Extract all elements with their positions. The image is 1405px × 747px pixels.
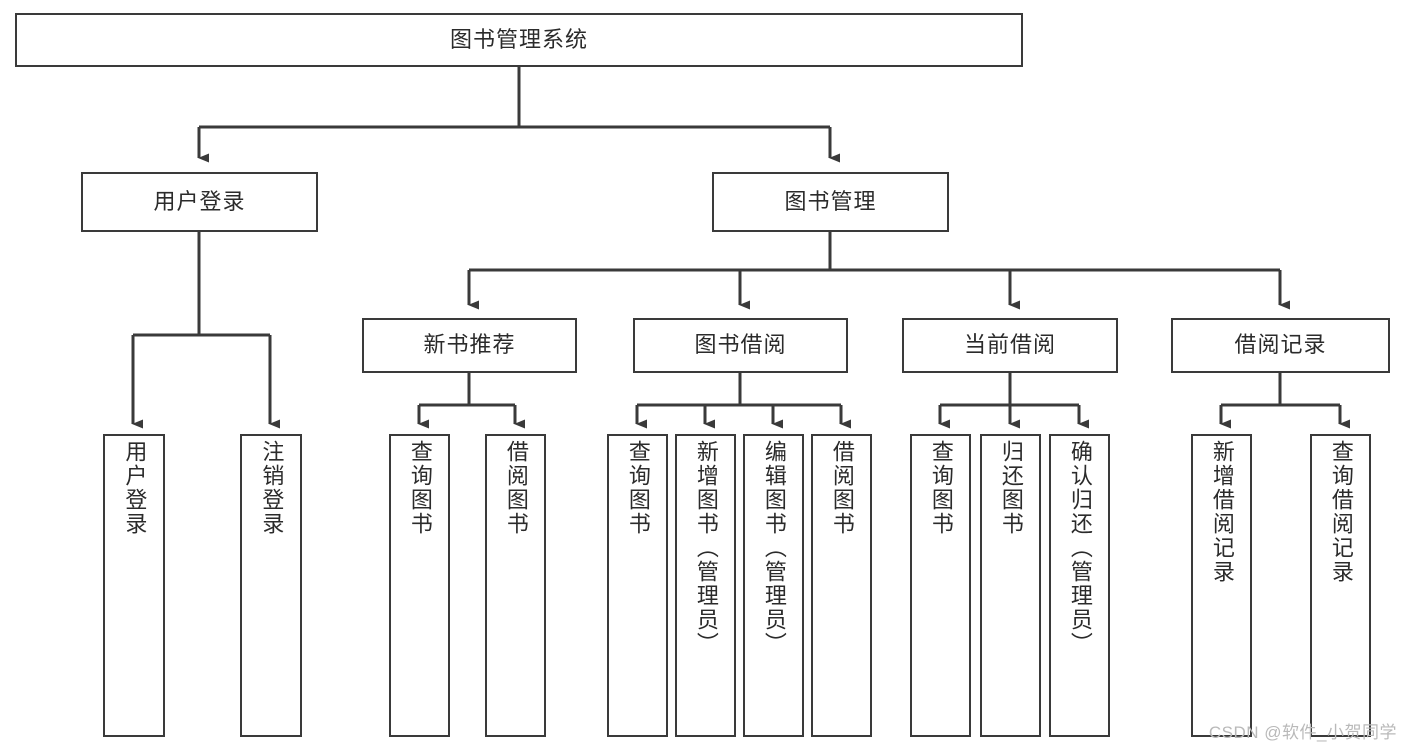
node-user-login[interactable]: 用户登录 [81, 172, 318, 232]
node-book-management[interactable]: 图书管理 [712, 172, 949, 232]
node-label: 图书管理系统 [449, 26, 588, 52]
leaf-current-borrow-return-book[interactable]: 归还图书 [980, 434, 1041, 737]
node-book-borrow[interactable]: 图书借阅 [633, 318, 848, 373]
node-label: 新增借阅记录 [1209, 440, 1235, 584]
leaf-borrow-record-query-record[interactable]: 查询借阅记录 [1310, 434, 1371, 737]
node-root-book-management-system[interactable]: 图书管理系统 [15, 13, 1023, 67]
leaf-current-borrow-confirm-return-admin[interactable]: 确认归还（管理员） [1049, 434, 1110, 737]
node-label: 确认归还（管理员） [1067, 440, 1093, 656]
node-label: 图书借阅 [694, 332, 787, 358]
node-current-borrow[interactable]: 当前借阅 [902, 318, 1118, 373]
leaf-user-login-login[interactable]: 用户登录 [103, 434, 165, 737]
node-label: 注销登录 [259, 440, 285, 536]
node-label: 图书管理 [784, 188, 877, 214]
node-label: 查询图书 [407, 440, 433, 536]
node-label: 借阅图书 [503, 440, 529, 536]
node-label: 新增图书（管理员） [693, 440, 719, 656]
leaf-borrow-record-add-record[interactable]: 新增借阅记录 [1191, 434, 1252, 737]
node-label: 查询图书 [625, 440, 651, 536]
node-borrow-record[interactable]: 借阅记录 [1171, 318, 1390, 373]
node-label: 借阅图书 [829, 440, 855, 536]
node-label: 查询图书 [928, 440, 954, 536]
node-label: 编辑图书（管理员） [761, 440, 787, 656]
node-label: 借阅记录 [1234, 332, 1327, 358]
leaf-new-book-borrow-book[interactable]: 借阅图书 [485, 434, 546, 737]
leaf-book-borrow-edit-book-admin[interactable]: 编辑图书（管理员） [743, 434, 804, 737]
leaf-current-borrow-query-book[interactable]: 查询图书 [910, 434, 971, 737]
node-label: 归还图书 [998, 440, 1024, 536]
node-label: 新书推荐 [423, 332, 516, 358]
node-label: 当前借阅 [963, 332, 1056, 358]
node-new-book-recommend[interactable]: 新书推荐 [362, 318, 577, 373]
leaf-book-borrow-query-book[interactable]: 查询图书 [607, 434, 668, 737]
node-label: 用户登录 [153, 188, 246, 214]
node-label: 用户登录 [122, 440, 148, 536]
leaf-book-borrow-borrow-book[interactable]: 借阅图书 [811, 434, 872, 737]
leaf-user-login-logout[interactable]: 注销登录 [240, 434, 302, 737]
leaf-book-borrow-add-book-admin[interactable]: 新增图书（管理员） [675, 434, 736, 737]
node-label: 查询借阅记录 [1328, 440, 1354, 584]
leaf-new-book-query-book[interactable]: 查询图书 [389, 434, 450, 737]
